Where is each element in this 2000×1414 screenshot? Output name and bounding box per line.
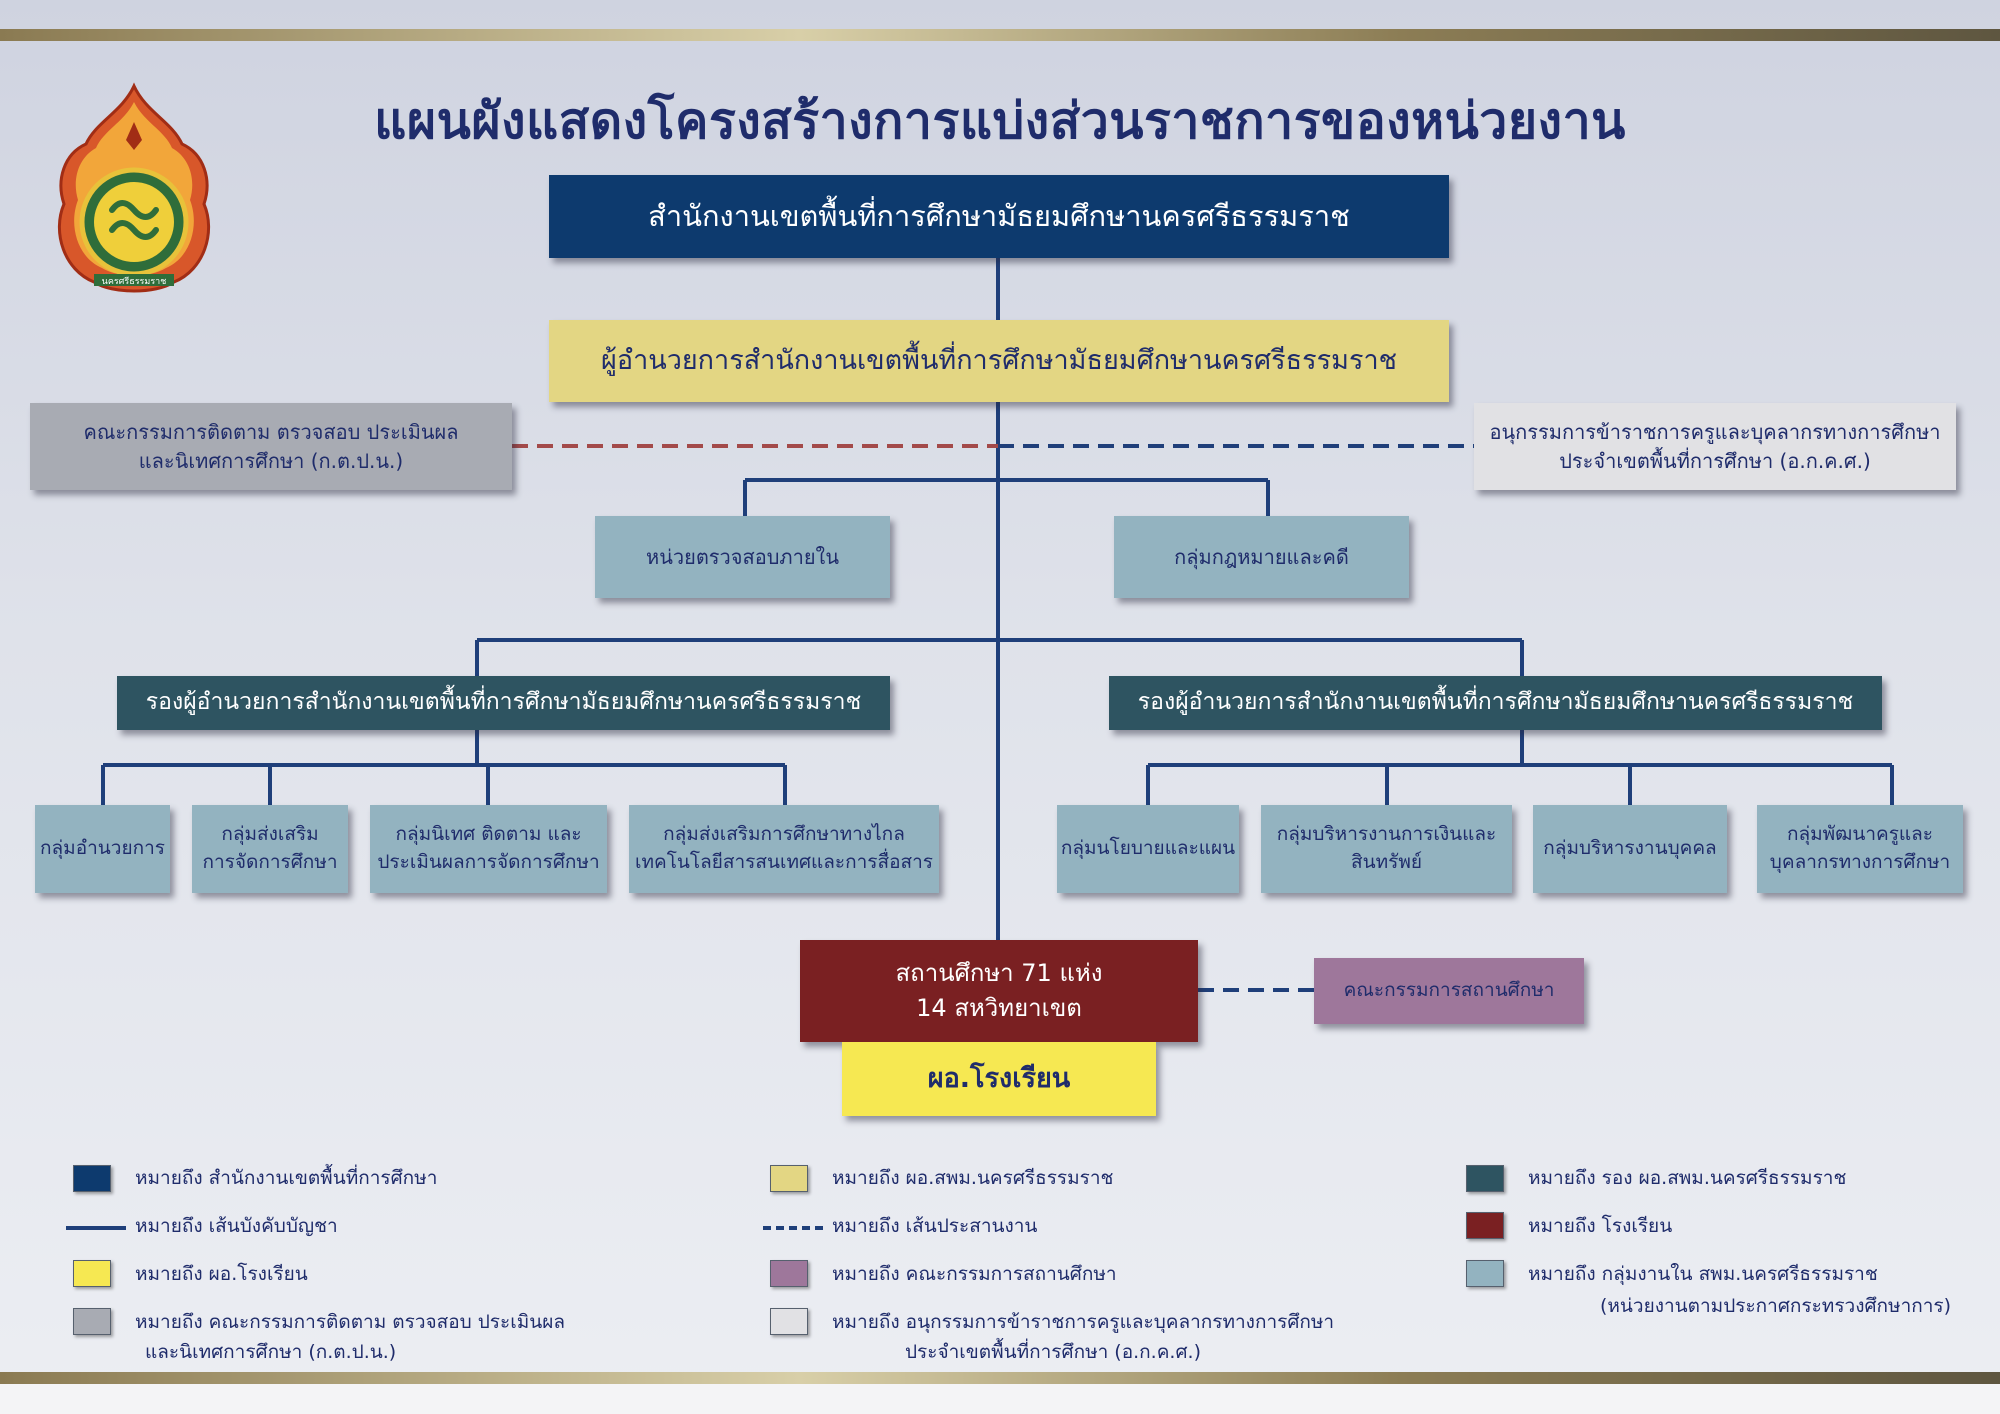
node-director: ผู้อำนวยการสำนักงานเขตพื้นที่การศึกษามัธ… (549, 320, 1449, 402)
node-internal-audit-label: หน่วยตรวจสอบภายใน (646, 544, 839, 569)
node-deputy-left-label: รองผู้อำนวยการสำนักงานเขตพื้นที่การศึกษา… (145, 689, 862, 716)
legend-text-school-committee: หมายถึง คณะกรรมการสถานศึกษา (832, 1263, 1117, 1285)
legend-text-groups-line2: (หน่วยงานตามประกาศกระทรวงศึกษาการ) (1600, 1295, 1952, 1317)
node-schools: สถานศึกษา 71 แห่ง 14 สหวิทยาเขต (800, 940, 1198, 1042)
node-committee-ktpn: คณะกรรมการติดตาม ตรวจสอบ ประเมินผล และนิ… (30, 403, 512, 490)
svg-text:นครศรีธรรมราช: นครศรีธรรมราช (102, 276, 167, 287)
top-gold-bar (0, 29, 2000, 41)
node-group-admin: กลุ่มอำนวยการ (35, 805, 170, 893)
node-group-finance: กลุ่มบริหารงานการเงินและ สินทรัพย์ (1261, 805, 1512, 893)
node-legal-label: กลุ่มกฎหมายและคดี (1174, 544, 1349, 569)
legend-swatch-committee (73, 1308, 111, 1335)
node-principal-label: ผอ.โรงเรียน (927, 1063, 1071, 1095)
bottom-strip (0, 1384, 2000, 1414)
legend-text-deputy: หมายถึง รอง ผอ.สพม.นครศรีธรรมราช (1528, 1167, 1847, 1189)
legend-swatch-school (1466, 1212, 1504, 1239)
legend-swatch-deputy (1466, 1165, 1504, 1192)
legend-text-coordination-line: หมายถึง เส้นประสานงาน (832, 1215, 1038, 1237)
node-group-teacher-dev-line2: บุคลากรทางการศึกษา (1769, 851, 1951, 873)
node-group-supervision-line2: ประเมินผลการจัดการศึกษา (377, 851, 600, 873)
node-group-admin-label: กลุ่มอำนวยการ (40, 837, 165, 860)
node-group-teacher-dev: กลุ่มพัฒนาครูและ บุคลากรทางการศึกษา (1757, 805, 1963, 893)
node-deputy-right: รองผู้อำนวยการสำนักงานเขตพื้นที่การศึกษา… (1109, 676, 1882, 730)
legend-text-office: หมายถึง สำนักงานเขตพื้นที่การศึกษา (135, 1167, 438, 1189)
node-group-supervision: กลุ่มนิเทศ ติดตาม และ ประเมินผลการจัดการ… (370, 805, 607, 893)
legend-swatch-coordination-line (763, 1226, 823, 1230)
node-group-finance-line1: กลุ่มบริหารงานการเงินและ (1276, 823, 1497, 846)
node-group-promotion: กลุ่มส่งเสริม การจัดการศึกษา (192, 805, 348, 893)
legend-text-director: หมายถึง ผอ.สพม.นครศรีธรรมราช (832, 1167, 1114, 1189)
legend-swatch-school-committee (770, 1260, 808, 1287)
node-committee-ktpn-line2: และนิเทศการศึกษา (ก.ต.ป.น.) (138, 448, 404, 473)
node-subcommittee-akks: อนุกรรมการข้าราชการครูและบุคลากรทางการศึ… (1474, 403, 1956, 490)
node-office: สำนักงานเขตพื้นที่การศึกษามัธยมศึกษานครศ… (549, 175, 1449, 258)
node-group-teacher-dev-line1: กลุ่มพัฒนาครูและ (1786, 823, 1934, 846)
legend-swatch-subcommittee (770, 1308, 808, 1335)
seal-emblem-icon: นครศรีธรรมราช (57, 82, 211, 293)
legend-text-school: หมายถึง โรงเรียน (1528, 1215, 1673, 1237)
node-committee-ktpn-line1: คณะกรรมการติดตาม ตรวจสอบ ประเมินผล (83, 419, 459, 444)
node-subcommittee-akks-line1: อนุกรรมการข้าราชการครูและบุคลากรทางการศึ… (1489, 419, 1941, 444)
legend-text-subcommittee-line2: ประจำเขตพื้นที่การศึกษา (อ.ก.ค.ศ.) (905, 1341, 1201, 1363)
node-school-committee-label: คณะกรรมการสถานศึกษา (1343, 979, 1555, 1002)
node-group-promotion-line2: การจัดการศึกษา (202, 851, 338, 873)
node-legal: กลุ่มกฎหมายและคดี (1114, 516, 1409, 598)
legend-swatch-groups (1466, 1260, 1504, 1287)
node-deputy-right-label: รองผู้อำนวยการสำนักงานเขตพื้นที่การศึกษา… (1137, 689, 1854, 716)
node-group-policy: กลุ่มนโยบายและแผน (1057, 805, 1239, 893)
page-title: แผนผังแสดงโครงสร้างการแบ่งส่วนราชการของห… (374, 92, 1626, 150)
node-group-policy-label: กลุ่มนโยบายและแผน (1060, 837, 1236, 860)
node-schools-line2: 14 สหวิทยาเขต (916, 994, 1082, 1022)
legend-text-subcommittee-line1: หมายถึง อนุกรรมการข้าราชการครูและบุคลากร… (832, 1311, 1335, 1333)
legend-swatch-command-line (66, 1226, 126, 1230)
node-group-ict: กลุ่มส่งเสริมการศึกษาทางไกล เทคโนโลยีสาร… (629, 805, 939, 893)
legend-text-command-line: หมายถึง เส้นบังคับบัญชา (135, 1215, 338, 1237)
legend-text-groups-line1: หมายถึง กลุ่มงานใน สพม.นครศรีธรรมราช (1528, 1263, 1878, 1285)
node-group-finance-line2: สินทรัพย์ (1351, 851, 1422, 873)
legend-text-committee-line1: หมายถึง คณะกรรมการติดตาม ตรวจสอบ ประเมิน… (135, 1311, 565, 1333)
node-director-label: ผู้อำนวยการสำนักงานเขตพื้นที่การศึกษามัธ… (601, 345, 1397, 377)
node-schools-line1: สถานศึกษา 71 แห่ง (895, 959, 1103, 988)
node-group-ict-line2: เทคโนโลยีสารสนเทศและการสื่อสาร (635, 851, 933, 873)
node-internal-audit: หน่วยตรวจสอบภายใน (595, 516, 890, 598)
bottom-gold-bar (0, 1372, 2000, 1384)
legend-swatch-office (73, 1165, 111, 1192)
node-office-label: สำนักงานเขตพื้นที่การศึกษามัธยมศึกษานครศ… (648, 199, 1350, 234)
node-deputy-left: รองผู้อำนวยการสำนักงานเขตพื้นที่การศึกษา… (117, 676, 890, 730)
node-group-personnel: กลุ่มบริหารงานบุคคล (1533, 805, 1727, 893)
node-group-supervision-line1: กลุ่มนิเทศ ติดตาม และ (395, 823, 582, 846)
node-subcommittee-akks-line2: ประจำเขตพื้นที่การศึกษา (อ.ก.ค.ศ.) (1559, 448, 1871, 473)
legend-text-committee-line2: และนิเทศการศึกษา (ก.ต.ป.น.) (145, 1341, 397, 1363)
legend-swatch-principal (73, 1260, 111, 1287)
legend-swatch-director (770, 1165, 808, 1192)
legend-text-principal: หมายถึง ผอ.โรงเรียน (135, 1263, 308, 1285)
node-group-ict-line1: กลุ่มส่งเสริมการศึกษาทางไกล (663, 823, 905, 846)
node-group-promotion-line1: กลุ่มส่งเสริม (221, 823, 319, 846)
node-principal: ผอ.โรงเรียน (842, 1042, 1156, 1116)
node-group-personnel-label: กลุ่มบริหารงานบุคคล (1543, 837, 1717, 860)
node-school-committee: คณะกรรมการสถานศึกษา (1314, 958, 1584, 1024)
